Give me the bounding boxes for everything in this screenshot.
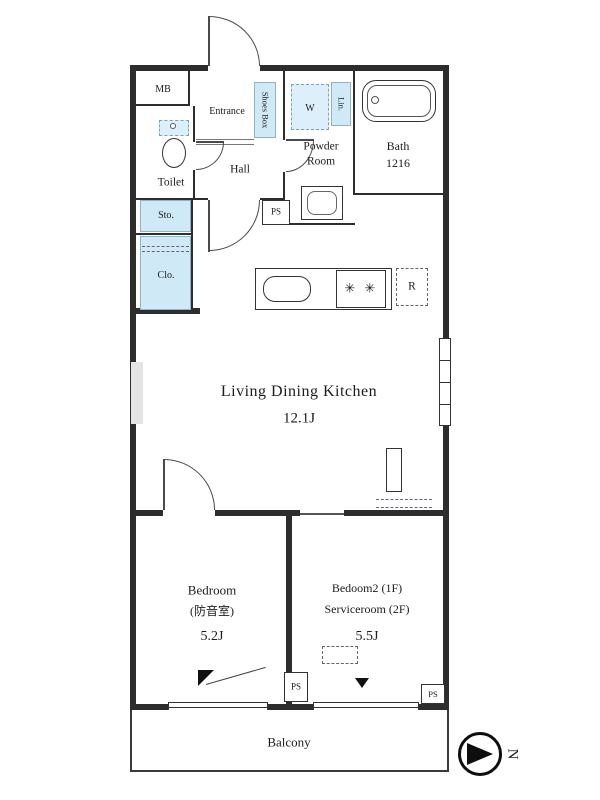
- right-wall-window: [439, 338, 451, 426]
- shoes-box-label: Shoes Box: [260, 91, 271, 129]
- hall-label: Hall: [230, 163, 250, 176]
- meter-box-label: MB: [155, 84, 171, 95]
- window-rung: [440, 360, 450, 361]
- closet-label: Clo.: [157, 270, 175, 281]
- floor-hatch-dashed-box: [322, 646, 358, 664]
- wall-bedroom1-top-b: [215, 510, 292, 516]
- wall-storage-right: [191, 200, 193, 312]
- toilet-label: Toilet: [157, 176, 185, 189]
- counter-column-box: [386, 448, 402, 492]
- pipe-space-right-box: [421, 684, 445, 704]
- powder-room-label-1: Powder: [303, 140, 339, 153]
- closet-rod-line: [142, 251, 189, 252]
- refrigerator-space: [396, 268, 428, 306]
- wall-mb-bottom: [136, 104, 190, 106]
- left-wall-window: [131, 362, 143, 424]
- bedroom2-direction-marker: [355, 678, 369, 688]
- powder-room-label-2: Room: [306, 155, 336, 168]
- entrance-label: Entrance: [209, 106, 245, 117]
- toilet-faucet-icon: [170, 123, 176, 129]
- pipe-space-top-box: [262, 200, 290, 225]
- washer-space: [291, 84, 329, 130]
- bedroom1-size-label: 5.2J: [200, 629, 224, 644]
- wall-bottom: [130, 704, 449, 710]
- wall-top-left: [130, 65, 208, 71]
- bedroom2-label-1: Bedoom2 (1F): [331, 581, 403, 595]
- wall-toilet-right-b: [193, 170, 195, 200]
- bathtub-inner: [367, 85, 431, 117]
- wall-toilet-right-a: [193, 106, 195, 142]
- pipe-space-right-label: PS: [428, 688, 438, 699]
- wall-closet-bottom: [130, 308, 200, 314]
- washer-label: W: [305, 103, 315, 114]
- sliding-door-bedroom2: [300, 513, 344, 515]
- wall-bedroom-divider: [286, 510, 292, 704]
- stove-burner-icon: ✳: [364, 281, 376, 297]
- hall-door-arc: [209, 200, 260, 251]
- entrance-step-line: [196, 139, 254, 140]
- wall-hall-bottom-left: [136, 198, 208, 200]
- wall-bedroom2-top-b: [344, 510, 449, 516]
- wall-powder-bottom: [283, 223, 355, 225]
- compass-north-label: N: [504, 748, 521, 760]
- balcony-label: Balcony: [267, 734, 311, 750]
- pipe-space-mid-label: PS: [290, 681, 302, 692]
- wall-hall-bottom-right: [260, 198, 285, 200]
- bedroom1-direction-line: [205, 666, 266, 685]
- pipe-space-top-label: PS: [270, 206, 282, 217]
- wall-bedroom1-top-a: [136, 510, 163, 516]
- ldk-label: Living Dining Kitchen: [220, 383, 378, 400]
- linen-label: Lin.: [336, 97, 347, 111]
- closet-box: [140, 236, 191, 310]
- entrance-step-line: [196, 144, 254, 145]
- closet-rod-line: [142, 246, 189, 247]
- storage-box: [140, 200, 191, 232]
- storage-label: Sto.: [158, 210, 174, 221]
- balcony-area: [130, 710, 449, 772]
- bedroom1-direction-marker: [198, 670, 214, 686]
- wall-powder-left-a: [283, 71, 285, 140]
- bedroom1-door-arc: [164, 459, 215, 510]
- vanity-basin-icon: [307, 191, 337, 215]
- north-arrow-icon: [467, 743, 493, 765]
- stove-box: [336, 270, 386, 308]
- bedroom1-note-label: (防音室): [190, 604, 234, 618]
- overhead-dashed-lines: [376, 499, 432, 508]
- bedroom2-size-label: 5.5J: [355, 629, 379, 644]
- window-center-rail: [314, 706, 418, 708]
- bath-drain-icon: [371, 96, 379, 104]
- wall-powder-bath: [353, 71, 355, 193]
- window-center-rail: [169, 706, 267, 708]
- wall-top-right: [260, 65, 449, 71]
- wall-storage-divider: [136, 233, 193, 235]
- refrigerator-label: R: [408, 280, 416, 293]
- bedroom1-label: Bedroom: [187, 582, 237, 598]
- wall-bedroom2-top-a: [292, 510, 300, 516]
- linen-cabinet: [331, 82, 351, 126]
- stove-burner-icon: ✳: [344, 281, 356, 297]
- kitchen-sink-icon: [263, 276, 311, 302]
- bath-label: Bath: [386, 139, 410, 153]
- bath-size-label: 1216: [386, 156, 410, 170]
- window-rung: [440, 382, 450, 383]
- wall-mb-right: [188, 65, 190, 106]
- pipe-space-mid-box: [284, 672, 308, 702]
- wall-bath-bottom: [353, 193, 445, 195]
- bedroom2-label-2: Serviceroom (2F): [324, 602, 410, 616]
- window-rung: [440, 404, 450, 405]
- entrance-door-arc: [209, 16, 260, 66]
- ldk-size-label: 12.1J: [282, 410, 316, 427]
- wall-powder-left-b: [283, 172, 285, 225]
- shoes-box: [254, 82, 276, 138]
- toilet-bowl-icon: [162, 138, 186, 168]
- toilet-door-arc: [196, 142, 224, 170]
